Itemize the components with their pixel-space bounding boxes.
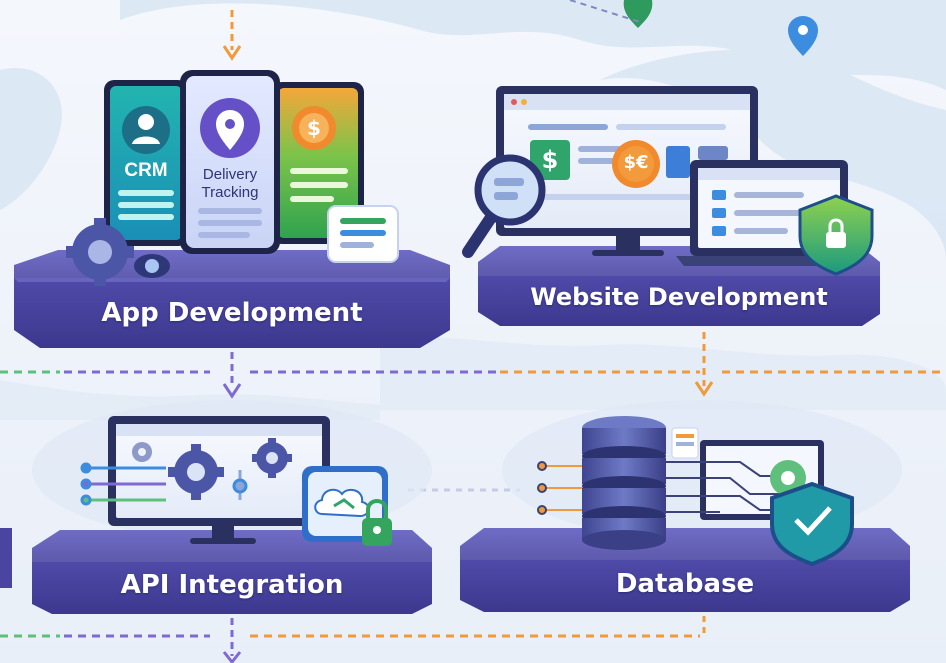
dollar-symbol: $ [307, 116, 321, 140]
app-development-label: App Development [101, 298, 363, 328]
shield-lock-icon [798, 194, 874, 276]
eye-icon [134, 254, 170, 278]
crm-label: CRM [124, 160, 168, 181]
gear-icon [132, 442, 152, 462]
website-development-label: Website Development [530, 283, 828, 311]
checklist-icon [712, 190, 804, 236]
coin-symbols: $€ [623, 152, 649, 173]
circuit-lines [80, 462, 248, 506]
gear-icon [252, 438, 292, 478]
website-development-node: $ [462, 86, 880, 326]
api-integration-node [0, 400, 432, 614]
magnifier-icon [462, 154, 546, 258]
world-map-backdrop [0, 0, 946, 260]
payments-phone [272, 82, 364, 244]
location-pin-icon [788, 16, 818, 56]
bottom-connectors [0, 616, 706, 663]
database-node [460, 400, 910, 612]
top-dashed-connector [569, 0, 641, 23]
api-monitor [108, 416, 330, 544]
location-pin-db-icon [770, 460, 806, 496]
database-label: Database [615, 569, 755, 599]
api-integration-label: API Integration [120, 570, 344, 600]
delivery-tracking-phone [180, 70, 280, 254]
note-card-icon [671, 427, 699, 459]
middle-connectors [0, 332, 946, 492]
gear-icon [66, 218, 134, 286]
server-stack-icon [582, 416, 666, 550]
delivery-tracking-label: Delivery Tracking [201, 166, 259, 201]
coin-icon [612, 140, 660, 188]
app-development-node [14, 70, 450, 348]
crm-phone [104, 80, 188, 246]
gear-icon [168, 444, 224, 500]
arrow-into-app [222, 10, 242, 61]
chat-card-icon [327, 205, 399, 263]
padlock-icon [362, 499, 392, 546]
map-pin-icon [623, 0, 653, 28]
svg-text:$: $ [542, 146, 559, 174]
shield-check-icon [770, 481, 854, 567]
